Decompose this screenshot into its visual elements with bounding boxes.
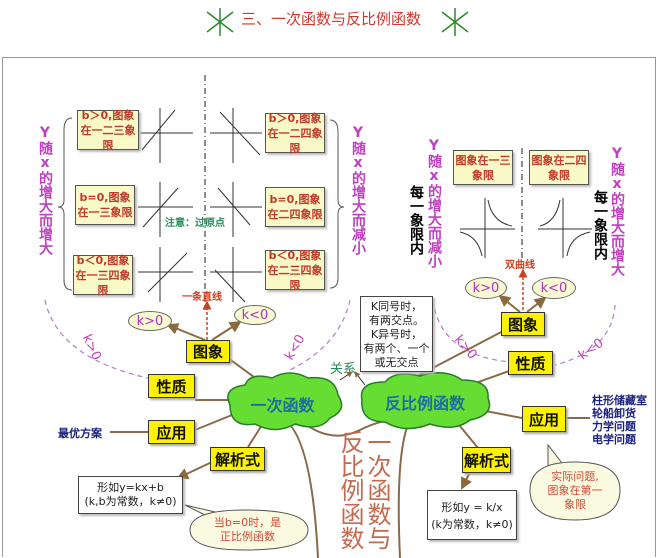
inverse-bubble: 实际问题,图象在第一象限 xyxy=(535,470,615,512)
linear-formula-box: 形如y=kx+b(k,b为常数，k≠0) xyxy=(78,476,183,514)
hyperbola-label: 双曲线 xyxy=(505,260,535,271)
relation-label: 关系 xyxy=(330,362,357,377)
each-quadrant-left: 每一象限内 xyxy=(408,185,424,255)
linear-box-b-positive-right: b＞0,图象在一二四象限 xyxy=(265,112,325,155)
inverse-k-positive-oval: k>0 xyxy=(465,277,507,299)
diagram-frame xyxy=(2,57,656,557)
relation-line: 或无交点 xyxy=(374,356,419,369)
inverse-formula-line: 形如y = k/x xyxy=(441,501,503,514)
inverse-decreasing-text: Y随x的增大而减小 xyxy=(426,138,442,268)
relation-line: K同号时， xyxy=(370,300,423,313)
inverse-formula-box: 形如y = k/x (k为常数，k≠0) xyxy=(427,490,517,540)
linear-function-cloud: 一次函数 xyxy=(250,396,315,415)
inverse-image-node: 图象 xyxy=(501,312,545,336)
relation-line: 有两个、一个 xyxy=(363,342,430,355)
inverse-formula-constraint: (k为常数，k≠0) xyxy=(431,518,513,531)
grass-decoration-left xyxy=(206,8,234,36)
each-quadrant-right: 每一象限内 xyxy=(592,190,608,260)
app-item: 柱形储藏室 xyxy=(592,394,647,407)
inverse-applications-list: 柱形储藏室轮船卸货力学问题电学问题 xyxy=(592,394,647,446)
page-title: 三、一次函数与反比例函数 xyxy=(240,10,421,28)
hyperbola-graphs xyxy=(459,198,592,258)
linear-formula-node: 解析式 xyxy=(210,447,265,471)
optimal-plan-label: 最优方案 xyxy=(58,427,102,440)
app-item: 力学问题 xyxy=(592,420,636,433)
inverse-box-first-third: 图象在一三象限 xyxy=(453,150,513,185)
bubble-line: 象限 xyxy=(564,498,586,511)
linear-application-node: 应用 xyxy=(148,420,195,444)
app-item: 轮船卸货 xyxy=(592,407,636,420)
grass-decoration-right xyxy=(441,8,469,36)
trunk-title: 一次函数与反比例函数 xyxy=(336,430,391,550)
linear-box-b-negative-right: b＜0,图象在二三四象限 xyxy=(265,249,325,292)
linear-image-node: 图象 xyxy=(186,340,230,363)
origin-note: 注意：过原点 xyxy=(165,218,225,229)
inverse-k-negative-oval: k<0 xyxy=(532,277,576,299)
relation-box: K同号时，有两交点。K异号时，有两个、一个或无交点 xyxy=(360,296,433,372)
linear-box-b-zero-left: b=0,图象在一三象限 xyxy=(75,185,135,225)
bubble-line: 图象在第一 xyxy=(547,484,603,497)
app-item: 电学问题 xyxy=(592,433,636,446)
linear-k-positive-oval: k>0 xyxy=(128,311,172,331)
linear-box-b-negative-left: b＜0,图象在一三四象限 xyxy=(73,254,133,297)
linear-formula-constraint: (k,b为常数，k≠0) xyxy=(84,495,177,508)
relation-line: 有两交点。 xyxy=(369,314,424,327)
linear-decreasing-text: Y随x的增大而减小 xyxy=(350,125,366,255)
linear-bubble: 当b=0时，是正比例函数 xyxy=(200,516,295,544)
bubble-line: 实际问题, xyxy=(551,470,599,483)
linear-k-negative-oval: k<0 xyxy=(234,305,276,325)
straight-line-label: 一条直线 xyxy=(182,292,222,303)
linear-property-node: 性质 xyxy=(148,374,195,398)
relation-line: K异号时， xyxy=(370,328,423,341)
inverse-formula-node: 解析式 xyxy=(462,447,511,473)
clouds xyxy=(227,372,491,431)
inverse-box-second-fourth: 图象在二四象限 xyxy=(529,150,589,185)
inverse-increasing-text: Y随x的增大而增大 xyxy=(609,146,625,276)
bubble-line: 当b=0时，是 xyxy=(213,516,282,529)
inverse-application-node: 应用 xyxy=(522,406,566,432)
bubble-line: 正比例函数 xyxy=(220,530,275,543)
inverse-property-node: 性质 xyxy=(508,351,553,375)
inverse-function-cloud: 反比例函数 xyxy=(384,394,465,413)
linear-increasing-text: Y随x的增大而增大 xyxy=(37,125,53,255)
linear-box-b-positive-left: b＞0,图象在一二三象限 xyxy=(77,109,139,152)
linear-formula-line: 形如y=kx+b xyxy=(97,481,164,494)
linear-box-b-zero-right: b=0,图象在二四象限 xyxy=(265,187,325,227)
linear-graphs xyxy=(138,108,262,303)
